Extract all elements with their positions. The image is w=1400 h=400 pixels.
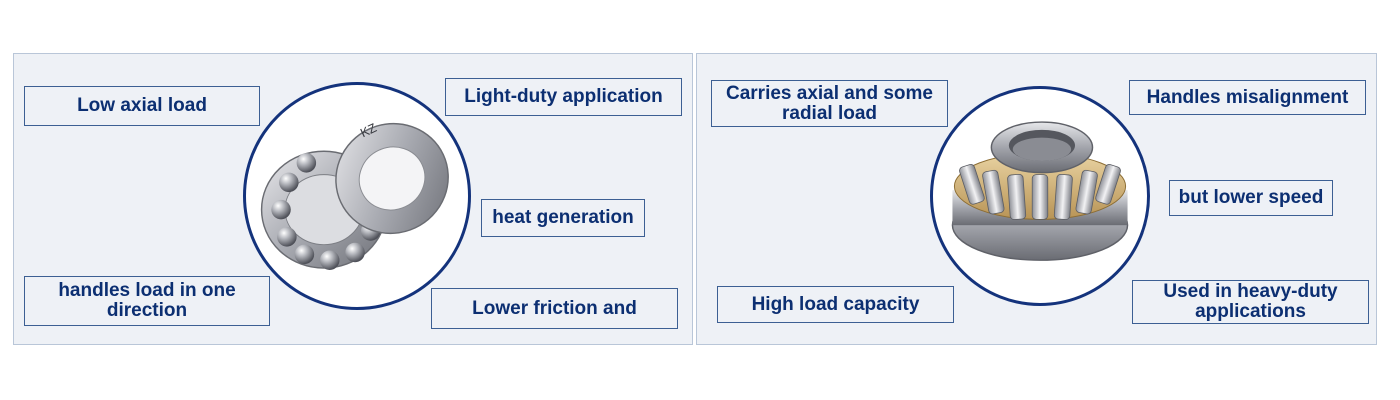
high-load-capacity-label: High load capacity bbox=[717, 286, 954, 323]
thrust-ball-bearing-image: KZ bbox=[243, 82, 471, 310]
handles-misalignment-label: Handles misalignment bbox=[1129, 80, 1366, 115]
axial-radial-load-label: Carries axial and some radial load bbox=[711, 80, 948, 127]
one-direction-load-label: handles load in one direction bbox=[24, 276, 270, 326]
heat-generation-label: heat generation bbox=[481, 199, 645, 237]
lower-speed-label: but lower speed bbox=[1169, 180, 1333, 216]
light-duty-application-label: Light-duty application bbox=[445, 78, 682, 116]
heavy-duty-applications-label: Used in heavy-duty applications bbox=[1132, 280, 1369, 324]
low-axial-load-label: Low axial load bbox=[24, 86, 260, 126]
svg-text:KZ: KZ bbox=[358, 121, 379, 141]
lower-friction-label: Lower friction and bbox=[431, 288, 678, 329]
spherical-roller-thrust-bearing-image bbox=[930, 86, 1150, 306]
